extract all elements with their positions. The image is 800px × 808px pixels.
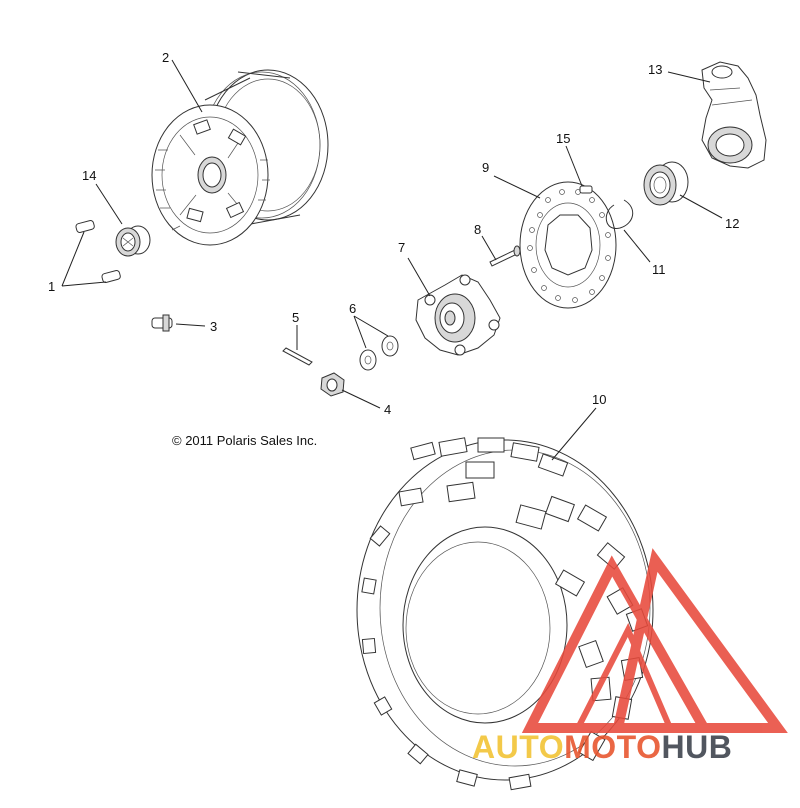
valve-stem: [151, 314, 173, 332]
wheel-rim: [151, 69, 329, 246]
watermark-text: AUTOMOTOHUB: [472, 729, 732, 765]
brake-disc: [519, 181, 617, 309]
watermark-auto: AUTO: [472, 729, 564, 765]
callouts: 2 14 1 3 5 6 4 7 8 9 15 11 12 13 10: [48, 50, 739, 417]
retaining-ring: [605, 199, 634, 229]
callout-14: 14: [82, 168, 96, 183]
callout-11: 11: [652, 262, 666, 277]
callout-12: 12: [725, 216, 739, 231]
washers: [359, 335, 399, 371]
watermark-hub: HUB: [661, 729, 732, 765]
disc-pin: [579, 185, 593, 194]
triangle-logo-icon: [521, 548, 788, 733]
brake-bolt: [489, 245, 521, 267]
callout-13: 13: [648, 62, 662, 77]
steering-knuckle: [701, 61, 767, 169]
copyright-text: © 2011 Polaris Sales Inc.: [172, 433, 317, 448]
callout-3: 3: [210, 319, 217, 334]
automotohub-watermark: AUTOMOTOHUB: [472, 548, 788, 765]
callout-15: 15: [556, 131, 570, 146]
watermark-moto: MOTO: [564, 729, 661, 765]
wheel-bearing: [643, 161, 689, 206]
wheel-hub: [415, 274, 501, 356]
leader-lines: [61, 59, 723, 461]
callout-9: 9: [482, 160, 489, 175]
callout-10: 10: [592, 392, 606, 407]
castle-nut: [320, 372, 345, 397]
callout-2: 2: [162, 50, 169, 65]
callout-5: 5: [292, 310, 299, 325]
callout-4: 4: [384, 402, 391, 417]
callout-1: 1: [48, 279, 55, 294]
cotter-pin: [282, 347, 313, 366]
callout-8: 8: [474, 222, 481, 237]
callout-7: 7: [398, 240, 405, 255]
valve-studs: [75, 219, 121, 283]
hub-cap: [115, 225, 151, 257]
callout-6: 6: [349, 301, 356, 316]
